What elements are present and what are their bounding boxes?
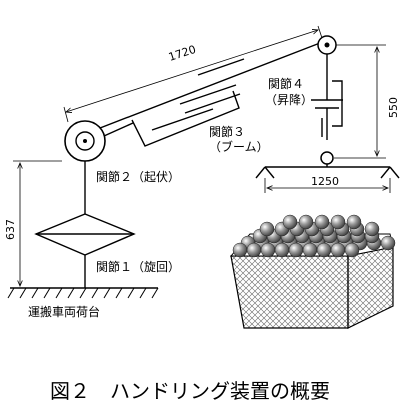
ball (302, 242, 318, 258)
joint4-pivot (317, 35, 337, 55)
ball (274, 242, 290, 258)
ball (282, 214, 298, 230)
ball (380, 235, 396, 251)
ball (260, 242, 276, 258)
vehicle-bed (7, 287, 159, 299)
ball (330, 214, 346, 230)
label-joint1: 関節１（旋回） (96, 259, 180, 274)
ball (314, 214, 330, 230)
label-joint3-desc: （ブーム） (209, 139, 269, 154)
joint2-circle (64, 120, 106, 162)
joint4-lower-node (320, 151, 334, 165)
joint1-diamond (34, 213, 136, 256)
ball (232, 242, 248, 258)
ball (330, 242, 346, 258)
label-joint4-desc: （昇降） (265, 93, 313, 107)
ball-pile (232, 214, 396, 258)
dim-frame-width: 1250 (311, 175, 339, 188)
ball (346, 214, 362, 230)
dimension-lines (13, 25, 391, 289)
ball (344, 242, 360, 258)
figure-caption: 図２ ハンドリング装置の概要 (50, 379, 330, 403)
ball (246, 242, 262, 258)
label-joint2: 関節２（起伏） (96, 169, 180, 184)
ball (316, 242, 332, 258)
label-vehicle-bed: 運搬車両荷台 (28, 304, 100, 319)
ball (298, 214, 314, 230)
dim-boom-length: 1720 (167, 43, 198, 64)
ball (288, 242, 304, 258)
dim-joint4-height: 550 (387, 97, 400, 118)
label-joint4-name: 関節４ (268, 76, 304, 91)
dim-base-height: 637 (4, 219, 17, 240)
ball (259, 221, 275, 237)
ball (364, 221, 380, 237)
lift-mechanism (311, 54, 343, 140)
label-joint3-name: 関節３ (209, 124, 245, 139)
ball-container (229, 214, 396, 329)
